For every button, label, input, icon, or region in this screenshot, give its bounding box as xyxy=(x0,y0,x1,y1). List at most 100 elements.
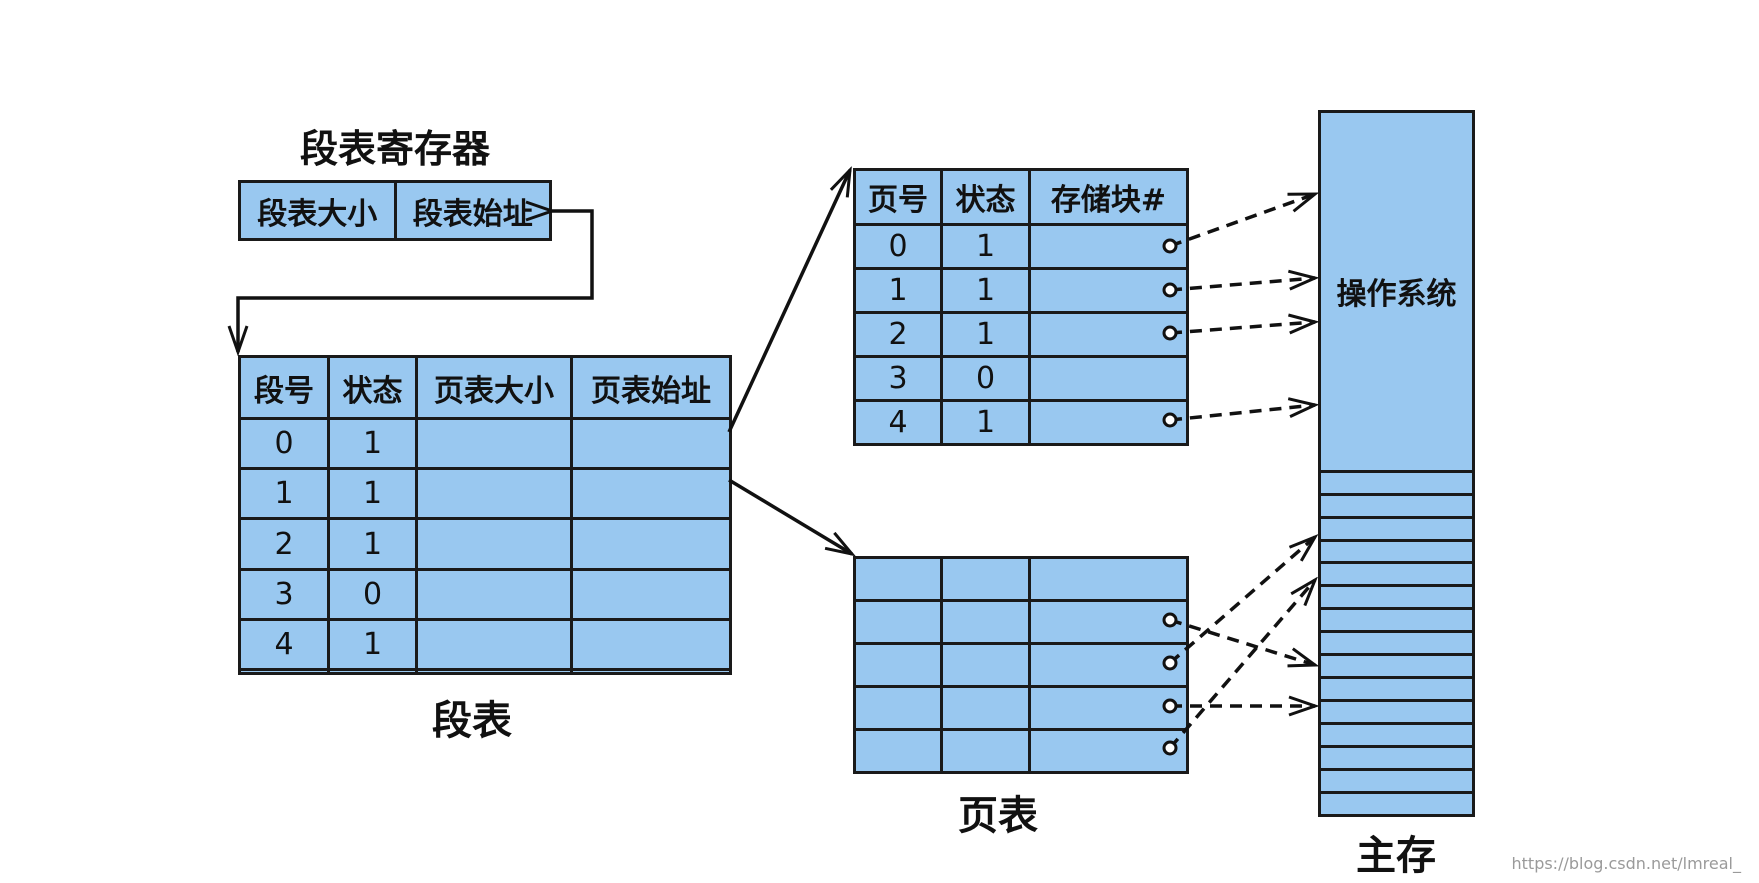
table-cell xyxy=(1028,556,1189,602)
segment-table-header-cell: 段号 xyxy=(238,354,330,421)
segment-table-caption: 段表 xyxy=(432,698,512,744)
table-cell xyxy=(940,556,1031,602)
memory-block xyxy=(1318,790,1475,818)
pointer-dot xyxy=(1162,238,1178,254)
memory-os-block: 操作系统 xyxy=(1318,110,1475,473)
table-cell: 1 xyxy=(940,310,1031,358)
table-cell: 1 xyxy=(853,266,943,314)
table-cell: 2 xyxy=(238,517,330,571)
table-cell xyxy=(940,642,1031,688)
memory-block-row xyxy=(1318,492,1475,519)
page-table-header-cell: 状态 xyxy=(940,168,1031,226)
pointer-dot xyxy=(1162,325,1178,341)
table-cell xyxy=(853,599,943,645)
pointer-dot xyxy=(1162,740,1178,756)
memory-block xyxy=(1318,768,1475,794)
table-cell: 2 xyxy=(853,310,943,358)
table-cell: 0 xyxy=(853,222,943,270)
table-cell: 1 xyxy=(940,398,1031,447)
memory-block-row xyxy=(1318,790,1475,818)
memory-block xyxy=(1318,607,1475,634)
segment-table-row xyxy=(238,668,732,675)
table-cell: 0 xyxy=(327,567,418,621)
table-cell xyxy=(853,556,943,602)
table-cell: 1 xyxy=(940,266,1031,314)
table-cell xyxy=(415,517,573,571)
page-table-2 xyxy=(853,556,1189,774)
table-cell: 1 xyxy=(327,467,418,521)
segment0-to-page-table-1-arrow xyxy=(727,170,850,433)
memory-block xyxy=(1318,492,1475,519)
pointer-dot xyxy=(1162,412,1178,428)
segment-table-header-cell: 页表始址 xyxy=(570,354,732,421)
table-cell xyxy=(415,617,573,672)
table-cell xyxy=(1028,266,1189,314)
memory-block xyxy=(1318,653,1475,680)
table-cell xyxy=(853,728,943,774)
segment-table-header-row: 段号 状态 页表大小 页表始址 xyxy=(238,354,732,421)
table-cell: 1 xyxy=(940,222,1031,270)
pointer-arrow xyxy=(1169,192,1315,248)
memory-block xyxy=(1318,515,1475,542)
pointer-dot xyxy=(1162,282,1178,298)
table-cell xyxy=(853,642,943,688)
segment-register-title: 段表寄存器 xyxy=(300,127,491,171)
pointer-arrow xyxy=(1168,580,1315,750)
table-cell xyxy=(1028,685,1189,731)
page-table-header-cell: 存储块# xyxy=(1028,168,1189,226)
table-cell xyxy=(570,668,732,675)
watermark: https://blog.csdn.net/lmreal_ xyxy=(1511,854,1742,873)
memory-block-row xyxy=(1318,584,1475,611)
pointer-dot xyxy=(1162,655,1178,671)
table-cell: 3 xyxy=(238,567,330,621)
page-table-row xyxy=(853,556,1189,602)
memory-block-row xyxy=(1318,538,1475,565)
table-cell xyxy=(940,728,1031,774)
memory-block-row xyxy=(1318,768,1475,794)
table-cell: 1 xyxy=(327,617,418,672)
pointer-arrow xyxy=(1169,278,1315,292)
table-cell: 4 xyxy=(853,398,943,447)
main-memory: 操作系统 xyxy=(1318,110,1475,818)
table-cell xyxy=(570,467,732,521)
table-cell: 0 xyxy=(940,354,1031,402)
memory-block-row xyxy=(1318,515,1475,542)
table-cell xyxy=(570,517,732,571)
table-cell xyxy=(570,417,732,471)
register-to-segment-table-arrow xyxy=(238,211,594,352)
page-table-header-cell: 页号 xyxy=(853,168,943,226)
table-cell xyxy=(415,417,573,471)
segment1-to-page-table-2-arrow xyxy=(728,478,852,554)
table-cell: 0 xyxy=(238,417,330,471)
table-cell xyxy=(570,567,732,621)
memory-block-row xyxy=(1318,630,1475,657)
table-cell: 3 xyxy=(853,354,943,402)
table-cell: 1 xyxy=(238,467,330,521)
segment-table-header-cell: 状态 xyxy=(327,354,418,421)
table-cell xyxy=(853,685,943,731)
page-table-row xyxy=(853,642,1189,688)
memory-block-row xyxy=(1318,745,1475,772)
memory-block xyxy=(1318,584,1475,611)
table-cell xyxy=(1028,728,1189,774)
table-cell xyxy=(570,617,732,672)
pointer-dot xyxy=(1162,612,1178,628)
memory-block xyxy=(1318,676,1475,703)
table-cell xyxy=(327,668,418,675)
table-cell xyxy=(1028,310,1189,358)
table-cell xyxy=(1028,642,1189,688)
memory-block xyxy=(1318,699,1475,726)
memory-block-row xyxy=(1318,561,1475,588)
table-cell: 4 xyxy=(238,617,330,672)
memory-block-row xyxy=(1318,722,1475,749)
